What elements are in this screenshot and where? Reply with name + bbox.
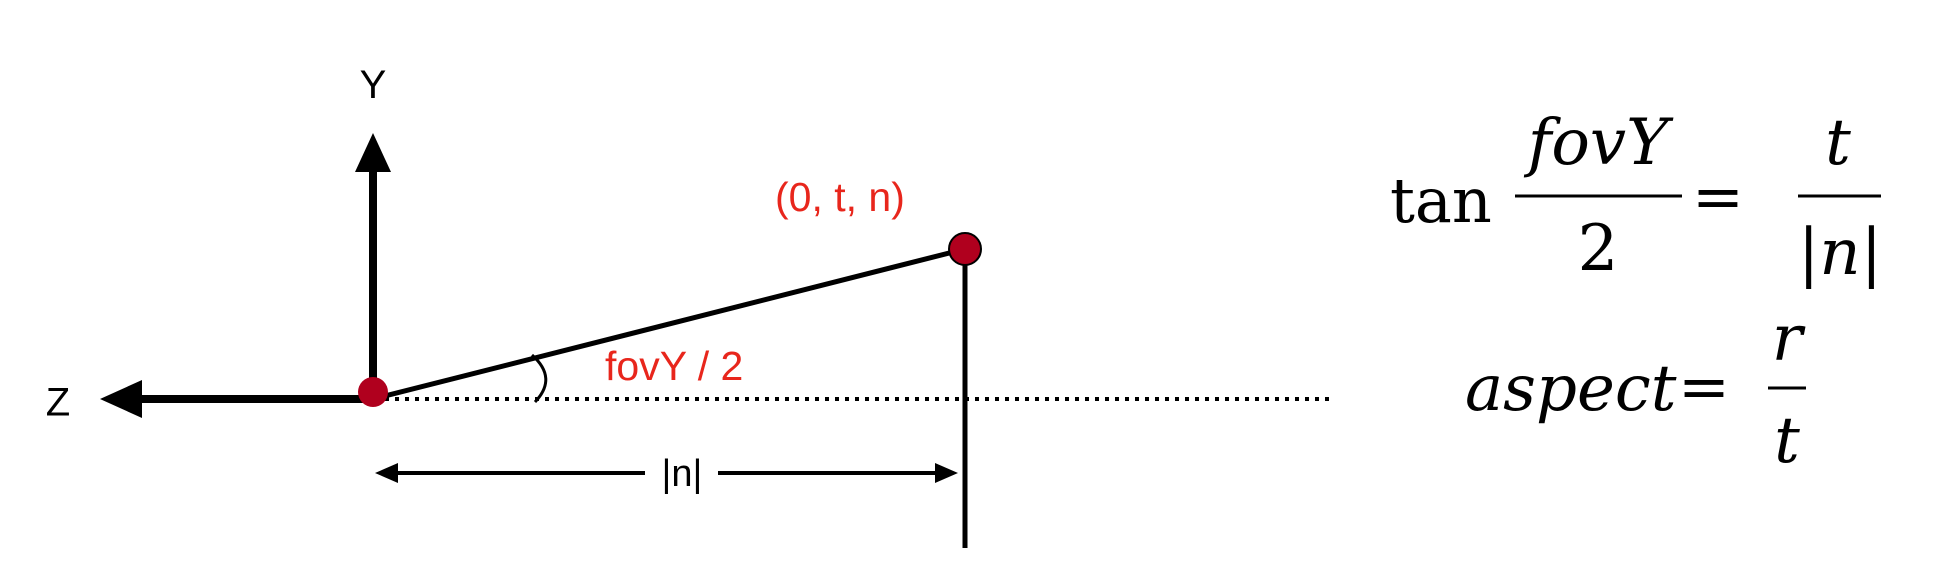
- z-axis-arrowhead: [100, 380, 142, 418]
- z-axis-label: Z: [46, 381, 70, 425]
- eq1-denominator-right: |n|: [1798, 216, 1882, 290]
- eq2-equals: =: [1678, 350, 1730, 423]
- y-axis-label: Y: [360, 63, 387, 107]
- eq2-numerator: r: [1772, 302, 1806, 376]
- point-coordinate-label: (0, t, n): [775, 174, 905, 220]
- eq2-denominator: t: [1774, 404, 1800, 478]
- eq1-equals: =: [1692, 160, 1744, 233]
- eq2-lhs: aspect: [1465, 352, 1677, 426]
- distance-arrowhead-right: [935, 463, 958, 483]
- eq1-tan: tan: [1390, 164, 1492, 237]
- y-axis-arrowhead: [355, 133, 391, 172]
- eq1-numerator-right: t: [1825, 106, 1851, 180]
- equation-aspect: aspect = r t: [1465, 302, 1806, 478]
- angle-label: fovY / 2: [605, 343, 743, 389]
- top-point: [948, 232, 982, 266]
- eq1-denominator-left: 2: [1578, 212, 1619, 286]
- fov-ray-line: [372, 246, 966, 402]
- equation-fov: tan fovY 2 = t |n|: [1390, 106, 1882, 290]
- angle-arc: [530, 353, 548, 404]
- distance-arrowhead-left: [375, 463, 398, 483]
- eq1-numerator-left: fovY: [1524, 106, 1674, 180]
- distance-label: |n|: [662, 453, 703, 495]
- origin-point: [358, 377, 388, 407]
